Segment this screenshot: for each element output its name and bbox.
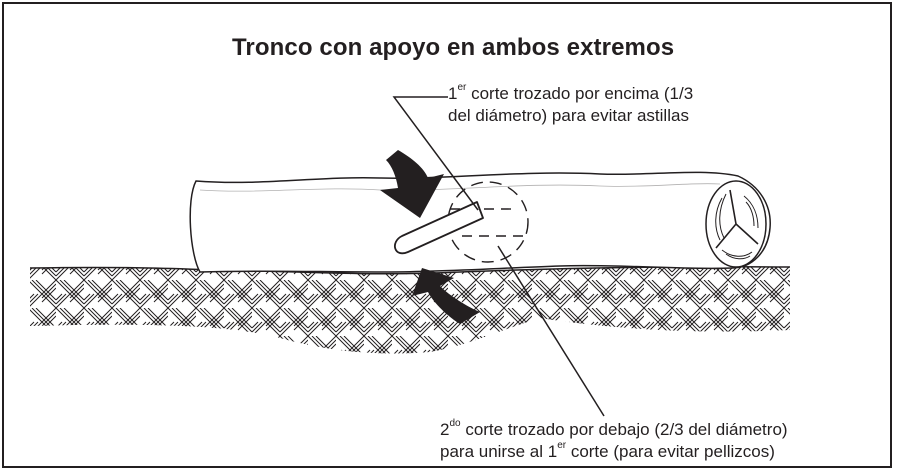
ground-hatch bbox=[30, 266, 790, 354]
note-bottom-line2-prefix: para unirse al 1 bbox=[440, 442, 558, 461]
log bbox=[189, 171, 771, 273]
note-bottom-line2: para unirse al 1er corte (para evitar pe… bbox=[440, 441, 788, 463]
ground bbox=[29, 265, 791, 354]
pointer-bottom bbox=[497, 245, 605, 417]
note-bottom-ordinal-sup: do bbox=[449, 418, 461, 430]
note-top-cut: 1er corte trozado por encima (1/3 del di… bbox=[448, 83, 693, 127]
log-bark-line bbox=[199, 183, 721, 192]
note-bottom-line1-text: corte trozado por debajo (2/3 del diámet… bbox=[460, 420, 788, 439]
note-top-line2: del diámetro) para evitar astillas bbox=[448, 106, 689, 125]
note-top-line1-text: corte trozado por encima (1/3 bbox=[466, 84, 694, 103]
diagram-title: Tronco con apoyo en ambos extremos bbox=[232, 34, 675, 61]
pointer-top bbox=[392, 96, 479, 211]
note-top-ordinal: 1 bbox=[448, 84, 458, 103]
down-arrow-icon bbox=[380, 150, 444, 218]
up-arrow-icon bbox=[412, 268, 480, 324]
note-top-line1: 1er corte trozado por encima (1/3 bbox=[448, 83, 693, 105]
note-bottom-line2-sup: er bbox=[557, 440, 567, 452]
note-bottom-ordinal: 2 bbox=[440, 420, 450, 439]
log-end-face bbox=[705, 180, 767, 268]
ground-line bbox=[29, 265, 791, 275]
chainsaw-bar-icon bbox=[394, 201, 484, 255]
note-bottom-line1: 2do corte trozado por debajo (2/3 del di… bbox=[440, 419, 788, 441]
note-bottom-cut: 2do corte trozado por debajo (2/3 del di… bbox=[440, 419, 788, 463]
note-bottom-line2-text: corte (para evitar pellizcos) bbox=[566, 442, 775, 461]
note-top-ordinal-sup: er bbox=[457, 82, 467, 94]
